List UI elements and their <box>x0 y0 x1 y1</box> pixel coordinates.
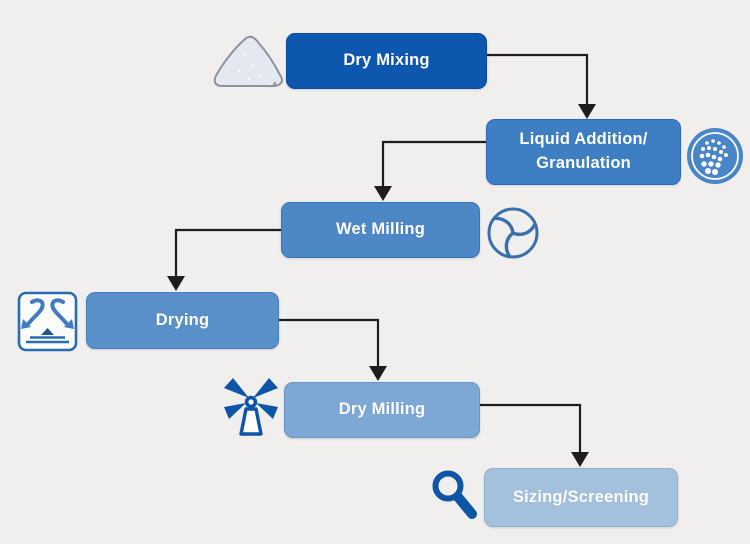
step-label: Wet Milling <box>336 220 425 239</box>
connector-drying-to-dry-milling <box>279 318 387 381</box>
rotor-mill-icon <box>487 207 539 259</box>
connector-dry-mixing-to-liquid-addition <box>487 53 596 119</box>
step-label: Liquid Addition/ Granulation <box>519 130 648 172</box>
fluid-bed-dryer-icon <box>17 291 78 352</box>
powder-pile-icon <box>213 35 283 88</box>
step-box-liquid-addition-granulation: Liquid Addition/ Granulation <box>486 119 681 185</box>
connector-wet-milling-to-drying <box>167 228 281 291</box>
windmill-icon <box>224 378 278 436</box>
step-label: Sizing/Screening <box>512 487 650 506</box>
step-label: Drying <box>155 310 210 329</box>
connector-liquid-addition-to-wet-milling <box>374 140 486 201</box>
magnifier-icon <box>432 470 477 519</box>
step-box-dry-mixing: Dry Mixing <box>286 33 487 89</box>
step-box-sizing-screening: Sizing/Screening <box>484 468 678 527</box>
step-label: Dry Milling <box>338 400 426 419</box>
connector-dry-milling-to-sizing <box>480 403 589 467</box>
step-box-drying: Drying <box>86 292 279 349</box>
step-label: Dry Mixing <box>343 51 430 70</box>
spray-granulation-icon <box>687 128 743 184</box>
step-box-wet-milling: Wet Milling <box>281 202 480 258</box>
step-box-dry-milling: Dry Milling <box>284 382 480 438</box>
